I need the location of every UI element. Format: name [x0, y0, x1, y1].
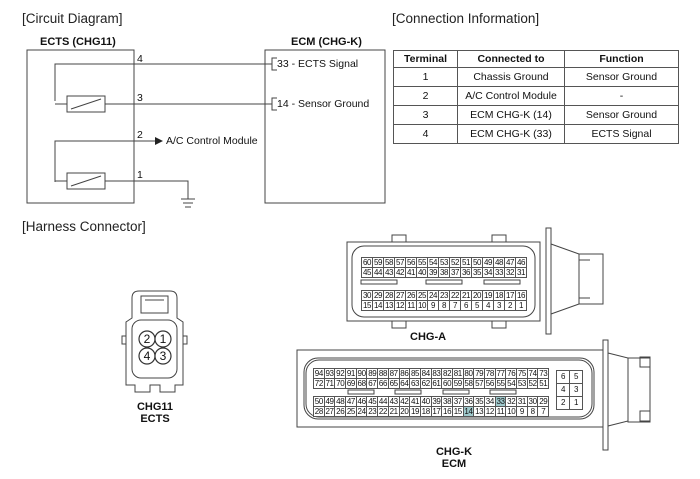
arrow-icon: [155, 137, 163, 145]
connector-pin-1: 1: [515, 300, 527, 311]
connector-pin-2: 2: [556, 396, 570, 410]
connector-pin-1: 1: [569, 396, 583, 410]
connector-pin-4: 4: [556, 383, 570, 397]
circuit-diagram-title: [Circuit Diagram]: [22, 11, 123, 26]
harness-connector-title: [Harness Connector]: [22, 219, 146, 234]
chgk-name: CHG-K: [435, 446, 473, 458]
connection-table: Terminal Connected to Function 1 Chassis…: [393, 50, 679, 144]
connector-pin-5: 5: [569, 370, 583, 384]
chgk-desc: ECM: [441, 458, 467, 470]
cell-function: Sensor Ground: [564, 67, 679, 87]
ecm-pin-14-bracket: [271, 97, 277, 111]
chg11-name: CHG11: [136, 401, 174, 413]
chg11-pin-label: 3: [159, 349, 167, 363]
connector-pin-31: 31: [515, 267, 527, 278]
table-row: 1 Chassis Ground Sensor Ground: [393, 67, 679, 87]
ecm-box: [264, 49, 386, 204]
cell-connected-to: ECM CHG-K (14): [457, 105, 565, 125]
chgk-connector-shape: [296, 339, 651, 451]
chg11-pin-label: 2: [143, 332, 151, 346]
connector-pin-51: 51: [537, 378, 550, 389]
cell-connected-to: ECM CHG-K (33): [457, 124, 565, 144]
chg11-pin-label: 1: [159, 332, 167, 346]
connector-pin-6: 6: [556, 370, 570, 384]
chg11-pin-1: [154, 330, 172, 348]
pin-label-1: 1: [137, 169, 143, 181]
sensor-title: ECTS (CHG11): [40, 36, 116, 48]
chg11-pin-3: [154, 347, 172, 365]
ecm-pin-33-bracket: [271, 57, 277, 71]
sensor-box: [26, 49, 135, 204]
table-row: 4 ECM CHG-K (33) ECTS Signal: [393, 124, 679, 144]
chg11-pin-label: 4: [143, 349, 151, 363]
connector-pin-7: 7: [537, 406, 550, 417]
cell-function: Sensor Ground: [564, 105, 679, 125]
table-row: 3 ECM CHG-K (14) Sensor Ground: [393, 105, 679, 125]
connection-information-title: [Connection Information]: [392, 11, 540, 26]
pin-label-3: 3: [137, 92, 143, 104]
wire-pin1: [105, 180, 189, 199]
ac-module-label: A/C Control Module: [166, 135, 258, 147]
wire-pin2: [54, 140, 155, 182]
chg11-desc: ECTS: [140, 413, 170, 425]
chga-name: CHG-A: [410, 331, 447, 343]
header-function: Function: [564, 50, 679, 68]
table-row: 2 A/C Control Module -: [393, 86, 679, 106]
table-header-row: Terminal Connected to Function: [393, 50, 679, 68]
cell-terminal: 4: [393, 124, 458, 144]
ecm-pin-33-label: 33 - ECTS Signal: [277, 58, 359, 70]
wire-pin4: [54, 63, 272, 101]
cell-function: ECTS Signal: [564, 124, 679, 144]
pin-label-4: 4: [137, 53, 143, 65]
connector-pin-3: 3: [569, 383, 583, 397]
ecm-pin-14-label: 14 - Sensor Ground: [277, 98, 370, 110]
chga-connector-shape: [346, 227, 604, 335]
ecm-title: ECM (CHG-K): [291, 36, 362, 48]
chg11-connector-shape: [121, 290, 188, 393]
pin-label-2: 2: [137, 129, 143, 141]
